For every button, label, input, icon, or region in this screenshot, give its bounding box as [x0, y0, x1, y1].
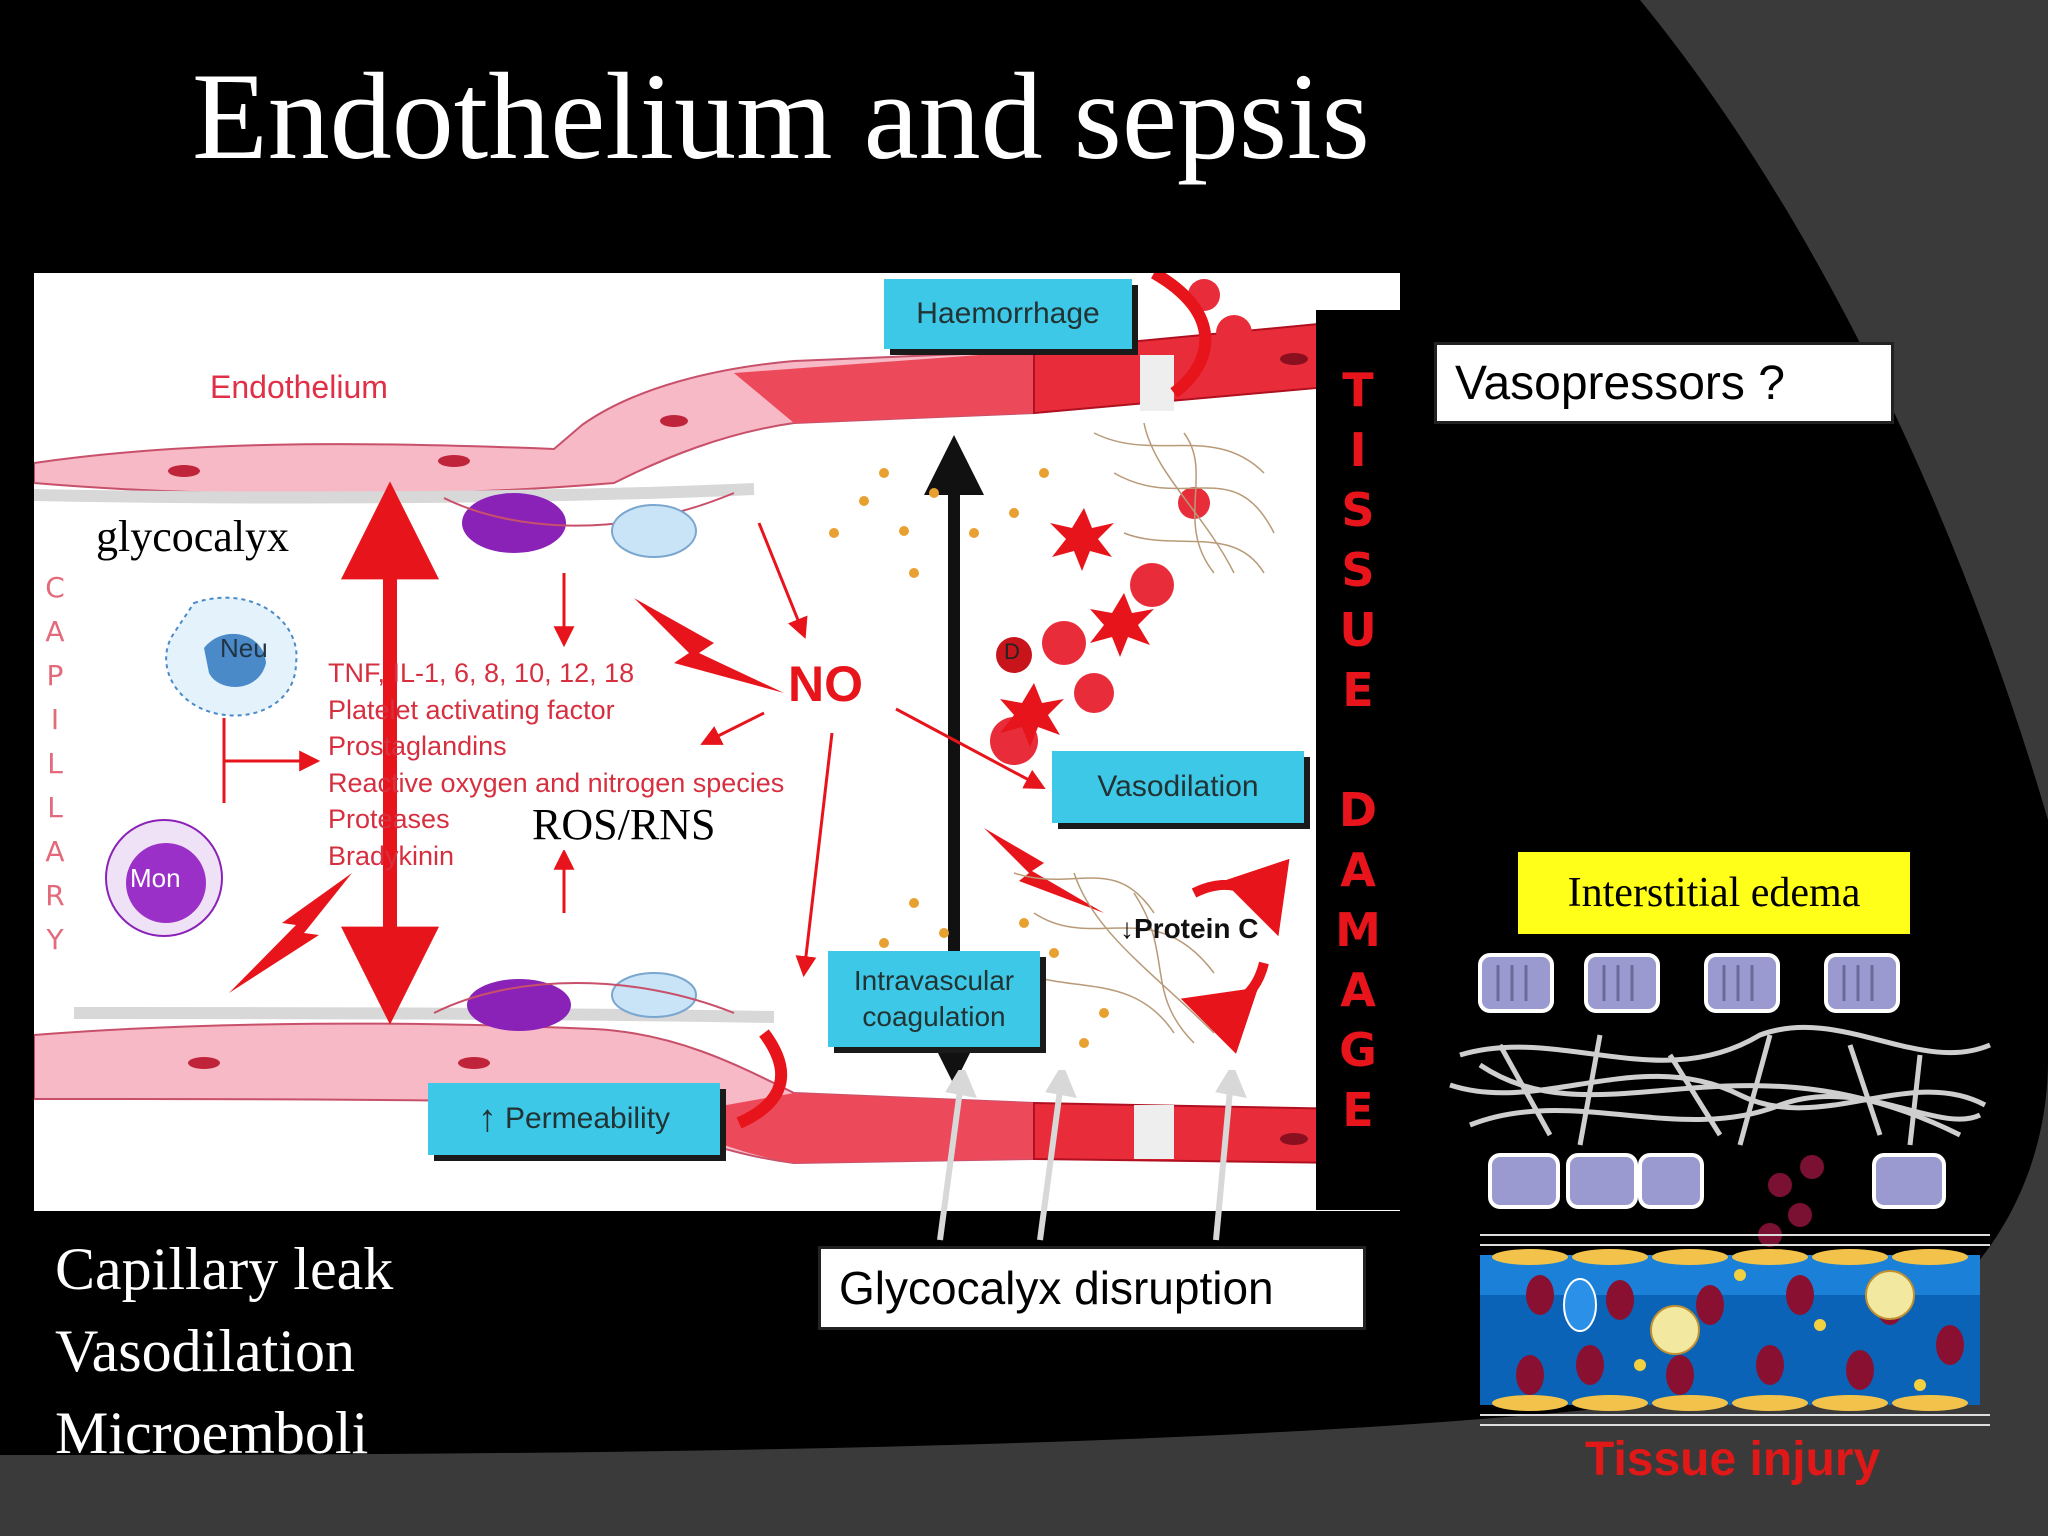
capillary-vertical-label: C A P I L L A R Y — [45, 571, 65, 956]
platelet-stars — [1000, 508, 1154, 747]
mediator-item: Prostaglandins — [328, 731, 507, 761]
glycocalyx-pointer-arrows — [937, 1070, 1247, 1241]
d-label: D — [1004, 639, 1020, 664]
blood-vessel — [1480, 1249, 1980, 1411]
mediator-item: Bradykinin — [328, 840, 455, 871]
glycocalyx-label: glycocalyx — [96, 512, 290, 561]
lightning-bolt-2 — [229, 873, 352, 993]
upper-vessel-wall — [34, 319, 1351, 558]
interstitial-mesh — [1449, 1024, 1991, 1146]
monocyte-cell — [105, 819, 223, 937]
tissue-damage-bar — [1316, 310, 1400, 1210]
list-item: Vasodilation — [55, 1318, 355, 1384]
mitochondria-row-bottom — [1488, 1153, 1946, 1209]
mitochondria-row-top — [1478, 953, 1900, 1013]
mediator-item: TNF, IL-1, 6, 8, 10, 12, 18 — [328, 658, 635, 688]
lightning-bolt-3 — [984, 828, 1104, 913]
mediator-item: Reactive oxygen and nitrogen species — [328, 767, 785, 798]
neutrophil-cell — [165, 596, 298, 717]
tissue-damage-label: T I S S U E D A M A G E — [1335, 363, 1381, 1137]
consequence-list: Capillary leak Vasodilation Microemboli — [55, 1228, 393, 1474]
vasopressors-callout: Vasopressors ? — [1434, 342, 1894, 424]
glycocalyx-disruption-callout: Glycocalyx disruption — [818, 1246, 1366, 1330]
mediator-list: TNF, IL-1, 6, 8, 10, 12, 18 Platelet act… — [328, 655, 784, 874]
no-label: NO — [788, 656, 863, 712]
vasodilation-box: Vasodilation — [1052, 751, 1304, 823]
intravascular-coagulation-box: Intravascular coagulation — [828, 951, 1040, 1047]
permeability-box: ↑Permeability — [428, 1083, 720, 1155]
tissue-injury-label: Tissue injury — [1585, 1433, 1881, 1486]
vessel-fibers — [1480, 1234, 1990, 1426]
mediator-item: Platelet activating factor — [328, 694, 615, 725]
protein-c-down-arrow: ↓ — [1120, 913, 1134, 944]
mediator-item: Proteases — [328, 804, 450, 834]
lightning-bolt-1 — [634, 598, 784, 693]
slide-title: Endothelium and sepsis — [192, 48, 1370, 185]
list-item: Microemboli — [55, 1400, 369, 1466]
tissue-injury-illustration — [1449, 953, 1991, 1426]
list-item: Capillary leak — [55, 1236, 394, 1302]
diagram-panel: Endothelium glycocalyx C A P I L L A R Y… — [34, 273, 1400, 1211]
protein-c-label: ↓Protein C — [1120, 913, 1259, 944]
ros-rns-label: ROS/RNS — [532, 799, 716, 850]
mon-label: Mon — [130, 863, 181, 893]
neu-label: Neu — [220, 633, 268, 663]
interstitial-edema-label: Interstitial edema — [1518, 852, 1910, 934]
haemorrhage-box: Haemorrhage — [884, 279, 1132, 349]
permeability-up-arrow: ↑ — [477, 1097, 497, 1140]
endothelium-label: Endothelium — [210, 369, 388, 405]
